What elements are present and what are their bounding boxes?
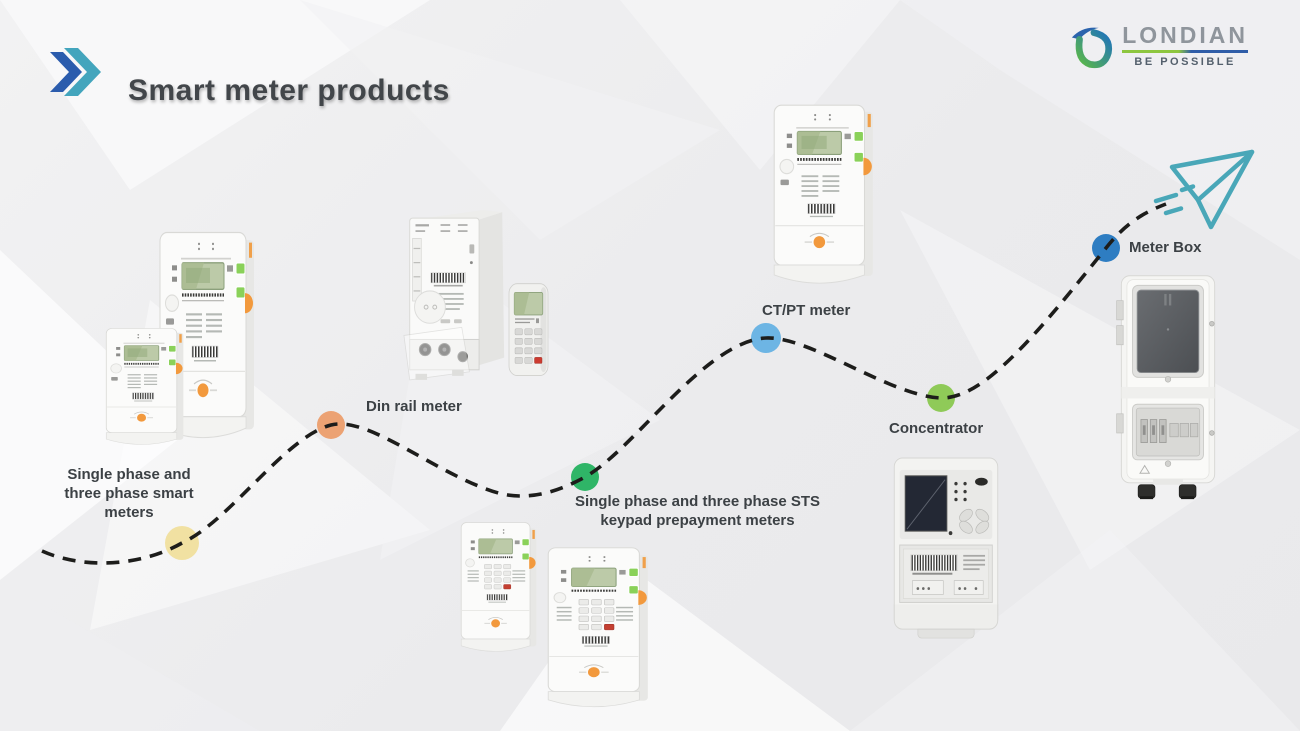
brand-name: LONDIAN [1122, 22, 1248, 48]
keypad-meter-small-image [458, 521, 538, 654]
label-ct-pt-meter: CT/PT meter [762, 302, 851, 319]
label-sts-keypad-meters: Single phase and three phase STS keypad … [574, 493, 821, 529]
roadmap-dashed-path [41, 202, 1167, 565]
chevrons-icon [50, 48, 101, 96]
brand-tagline: BE POSSIBLE [1134, 55, 1236, 68]
single-phase-meter-image [103, 327, 185, 447]
din-rail-meter-image [402, 206, 508, 388]
paper-plane-icon [1153, 149, 1255, 230]
concentrator-image [887, 454, 1005, 642]
brand-logo-mark [1072, 27, 1113, 69]
label-smart-meters: Single phase and three phase smart meter… [64, 466, 194, 521]
brand-underline [1122, 50, 1248, 53]
label-meter-box: Meter Box [1129, 239, 1202, 256]
brand-logo: LONDIAN BE POSSIBLE [1068, 24, 1248, 72]
ciu-keypad-image [506, 282, 551, 379]
ct-pt-meter-image [770, 103, 875, 287]
label-din-rail-meter: Din rail meter [366, 398, 462, 415]
page-title: Smart meter products [128, 74, 450, 107]
milestone-dot-sts-keypad [571, 463, 599, 491]
label-concentrator: Concentrator [889, 420, 984, 437]
milestone-dot-concentrator [927, 384, 955, 412]
meter-box-image [1112, 270, 1224, 502]
keypad-meter-large-image [544, 546, 650, 710]
